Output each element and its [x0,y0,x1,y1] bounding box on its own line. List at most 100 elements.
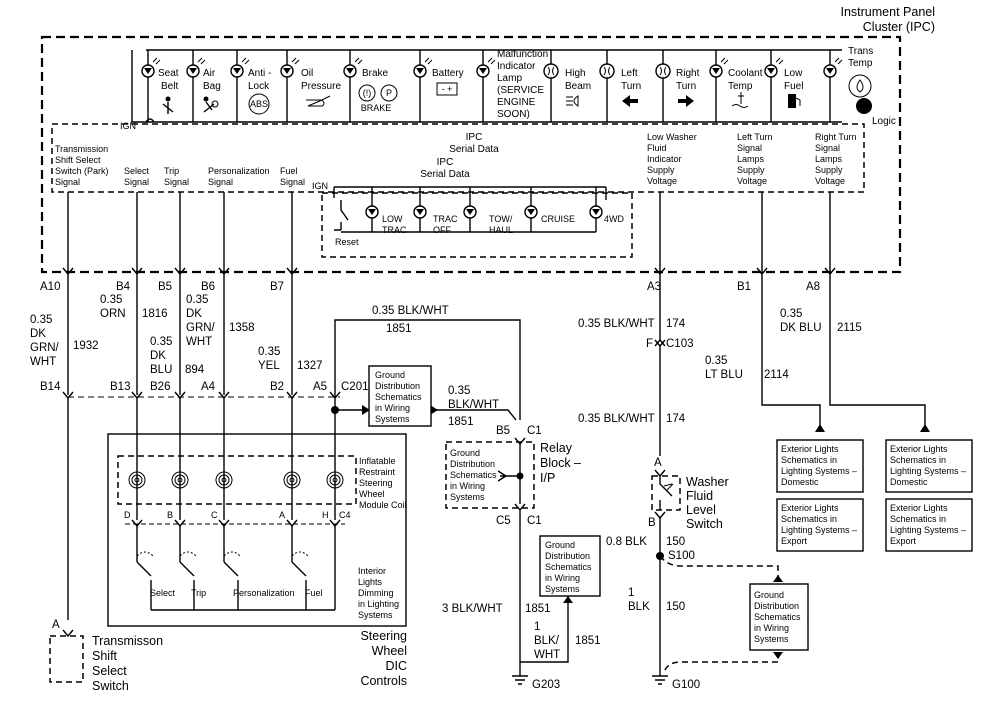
svg-text:Serial Data: Serial Data [420,169,470,180]
svg-text:1851: 1851 [386,323,412,335]
svg-text:Supply: Supply [737,165,765,175]
svg-text:Schematics in: Schematics in [890,455,946,465]
svg-text:Temp: Temp [848,58,873,69]
svg-text:Shift: Shift [92,649,118,663]
svg-text:Seat: Seat [158,68,179,79]
wire-labels: 0.35 DK GRN/ WHT 1932 0.35 ORN 1816 0.35… [30,294,862,661]
svg-text:150: 150 [666,536,685,548]
svg-text:A8: A8 [806,281,820,293]
svg-text:B4: B4 [116,281,131,293]
svg-text:ENGINE: ENGINE [497,97,536,108]
svg-text:Relay: Relay [540,441,573,455]
svg-text:- +: - + [442,84,453,94]
svg-text:0.35: 0.35 [100,294,122,306]
svg-text:Voltage: Voltage [815,176,845,186]
svg-text:Trans: Trans [848,46,873,57]
svg-text:Beam: Beam [565,81,591,92]
svg-text:Trip: Trip [191,588,206,598]
led-trans-temp: Trans Temp [823,46,873,122]
svg-text:TRAC: TRAC [433,214,458,224]
svg-text:Systems: Systems [450,492,485,502]
svg-text:Select: Select [124,166,150,176]
svg-text:Lighting Systems –: Lighting Systems – [890,525,966,535]
svg-text:WHT: WHT [30,356,56,368]
ext-lights-refs-left: Exterior Lights Schematics in Lighting S… [776,424,864,552]
svg-text:Malfunction: Malfunction [497,49,548,60]
svg-text:C103: C103 [666,338,694,350]
svg-text:Fluid: Fluid [647,143,667,153]
svg-text:Schematics: Schematics [375,392,422,402]
svg-text:BLK: BLK [628,601,650,613]
led-low-fuel: Low Fuel [764,50,803,122]
svg-text:Signal: Signal [164,177,189,187]
svg-text:GRN/: GRN/ [186,322,216,334]
svg-text:Schematics: Schematics [450,470,497,480]
svg-text:B2: B2 [270,381,284,393]
svg-text:174: 174 [666,318,686,330]
svg-text:Controls: Controls [360,674,407,688]
svg-text:B14: B14 [40,381,61,393]
svg-text:Lighting Systems –: Lighting Systems – [781,525,857,535]
svg-text:Coolant: Coolant [728,68,763,79]
bulb-left-turn: Left Turn [599,50,641,122]
svg-text:0.35 BLK/WHT: 0.35 BLK/WHT [578,318,655,330]
svg-text:0.35 BLK/WHT: 0.35 BLK/WHT [578,413,655,425]
svg-text:Module Coil: Module Coil [359,500,407,510]
svg-text:Schematics in: Schematics in [781,455,837,465]
relay-block-ip: B5 C1 Ground Distribution Schematics in … [445,425,581,676]
svg-text:DK BLU: DK BLU [780,322,822,334]
logic-label: Logic [872,116,896,127]
svg-text:1327: 1327 [297,360,323,372]
svg-text:Schematics in: Schematics in [781,514,837,524]
svg-text:LT BLU: LT BLU [705,369,743,381]
svg-text:S100: S100 [668,550,695,562]
svg-text:Supply: Supply [647,165,675,175]
svg-text:Anti -: Anti - [248,68,271,79]
svg-text:Schematics in: Schematics in [890,514,946,524]
svg-text:Reset: Reset [335,237,359,247]
svg-text:D: D [124,510,131,520]
svg-text:BLK/: BLK/ [534,635,560,647]
svg-text:Wheel: Wheel [359,489,385,499]
svg-text:H: H [322,510,329,520]
svg-text:(SERVICE: (SERVICE [497,85,544,96]
svg-text:IPC: IPC [437,157,454,168]
svg-text:LOW: LOW [382,214,403,224]
svg-text:Ground: Ground [375,370,405,380]
svg-text:B1: B1 [737,281,751,293]
svg-text:1: 1 [628,587,634,599]
ground-g100: G100 [652,675,700,691]
svg-text:Signal: Signal [124,177,149,187]
svg-text:Distribution: Distribution [545,551,590,561]
connector-c103: F C103 [646,338,694,350]
svg-text:in Wiring: in Wiring [754,623,789,633]
svg-text:B13: B13 [110,381,130,393]
svg-text:Interior: Interior [358,566,386,576]
svg-text:Exterior Lights: Exterior Lights [781,503,839,513]
svg-text:Signal: Signal [55,177,80,187]
svg-text:Systems: Systems [358,610,393,620]
svg-text:P: P [386,88,392,98]
svg-text:in Wiring: in Wiring [545,573,580,583]
svg-text:Signal: Signal [280,177,305,187]
svg-text:in Wiring: in Wiring [375,403,410,413]
svg-text:Switch: Switch [686,517,723,531]
ipc-pins: A10 B4 B5 B6 B7 A3 B1 A8 [40,281,820,293]
svg-text:0.35: 0.35 [705,355,727,367]
svg-text:Indicator: Indicator [497,61,536,72]
ipc-title-line2: Cluster (IPC) [863,20,935,34]
svg-text:1851: 1851 [575,635,601,647]
svg-text:Lamps: Lamps [815,154,843,164]
svg-text:A: A [52,619,60,631]
svg-text:Left Turn: Left Turn [737,132,773,142]
indicator-bank: IGN [120,49,842,131]
svg-text:IGN: IGN [312,181,328,191]
svg-text:A: A [279,510,285,520]
led-air-bag: Air Bag [186,50,221,122]
svg-text:Domestic: Domestic [781,477,819,487]
svg-text:Turn: Turn [676,81,696,92]
svg-text:Personalization: Personalization [233,588,295,598]
svg-text:Block –: Block – [540,456,581,470]
svg-text:C201: C201 [341,381,369,393]
